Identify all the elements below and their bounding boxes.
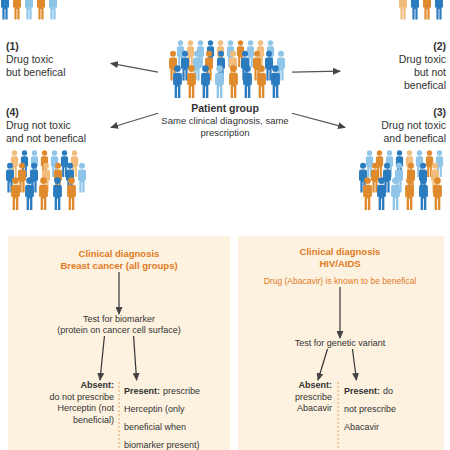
flow-arrow (339, 287, 340, 338)
flow-arrow (100, 336, 104, 380)
outcome-group: (1)Drug toxic but benefical (6, 40, 111, 79)
person-figure (411, 0, 419, 20)
person-figure (1, 0, 9, 20)
flow-arrow (134, 336, 137, 380)
person-figure (49, 0, 57, 20)
person-figure (53, 177, 62, 210)
person-figure (78, 163, 86, 193)
person-figure (435, 0, 443, 20)
node-text: do not prescribe Herceptin (not benefici… (44, 392, 114, 427)
node-text: HIV/AIDS (244, 258, 436, 270)
node-heading: Absent: (44, 380, 114, 392)
node-heading: Absent: (262, 380, 332, 392)
person-figure (229, 65, 238, 98)
outcome-group: (3)Drug not toxic and benefical (345, 106, 446, 145)
flow-arrow (111, 113, 158, 127)
person-figure (25, 177, 34, 210)
person-figure (201, 65, 210, 98)
person-figure (257, 65, 266, 98)
person-figure (419, 177, 428, 210)
node-heading: (3) (376, 106, 446, 119)
node-heading: Present: (124, 386, 160, 396)
result-option: Absent:do not prescribe Herceptin (not b… (44, 380, 114, 426)
node-text: Same clinical diagnosis, same prescripti… (158, 115, 292, 139)
panel-background (238, 236, 444, 450)
node-heading: Test for biomarker (28, 314, 210, 325)
node-heading: Test for genetic variant (262, 338, 418, 349)
person-figure (271, 65, 280, 98)
node-text: Breast cancer (all groups) (30, 260, 208, 272)
node-text: (protein on cancer cell surface) (28, 325, 210, 336)
test-step: Test for biomarker(protein on cancer cel… (28, 314, 210, 336)
dashed-divider (119, 382, 120, 450)
person-figure (173, 65, 182, 98)
flow-arrow (292, 71, 340, 73)
flow-arrow (318, 349, 328, 380)
result-option: Present:do not prescribe Abacavir (344, 380, 406, 434)
diagnosis-heading: Clinical diagnosisHIV/AIDS Drug (Abacavir… (244, 246, 436, 287)
dashed-divider (338, 382, 339, 450)
person-figure (39, 177, 48, 210)
outcome-group: (4)Drug not toxic and not benefical (6, 106, 111, 145)
result-option: Present:prescribe Herceptin (only benefi… (124, 380, 208, 450)
patient-group: Patient groupSame clinical diagnosis, sa… (158, 36, 292, 139)
panel-background (8, 236, 230, 450)
diagnosis-heading: Clinical diagnosisBreast cancer (all gro… (30, 248, 208, 272)
node-text: Drug not toxic and benefical (376, 119, 446, 145)
person-figure (13, 0, 21, 20)
person-figure (11, 177, 20, 210)
node-text: Drug (Abacavir) is known to be benefical (244, 276, 436, 287)
person-figure (243, 65, 252, 98)
person-figure (377, 177, 386, 210)
node-heading: Clinical diagnosis (30, 248, 208, 260)
person-figure (67, 177, 76, 210)
flow-arrow (111, 63, 158, 72)
person-figure (187, 65, 196, 98)
person-figure (25, 0, 33, 20)
node-text: prescribe Abacavir (262, 392, 332, 415)
node-heading: Clinical diagnosis (244, 246, 436, 258)
person-figure (363, 177, 372, 210)
person-figure (215, 65, 224, 98)
person-figure (391, 177, 400, 210)
person-figure (399, 0, 407, 20)
test-step: Test for genetic variant (262, 338, 418, 349)
node-heading: (2) (384, 40, 446, 53)
person-figure (423, 0, 431, 20)
flow-arrow (352, 349, 356, 380)
flow-arrow (118, 272, 119, 314)
person-figure (433, 177, 442, 210)
person-figure (37, 0, 45, 20)
node-text: Drug not toxic and not benefical (6, 119, 88, 145)
node-heading: Patient group (158, 102, 292, 115)
flow-arrow (292, 113, 345, 127)
node-heading: Present: (344, 386, 380, 396)
outcome-group: (2)Drug toxic but not benefical (340, 40, 446, 92)
node-heading: (1) (6, 40, 67, 53)
person-figure (405, 177, 414, 210)
result-option: Absent:prescribe Abacavir (262, 380, 332, 415)
node-heading: (4) (6, 106, 88, 119)
node-text: Drug toxic but not benefical (384, 53, 446, 92)
node-text: Drug toxic but benefical (6, 53, 67, 79)
